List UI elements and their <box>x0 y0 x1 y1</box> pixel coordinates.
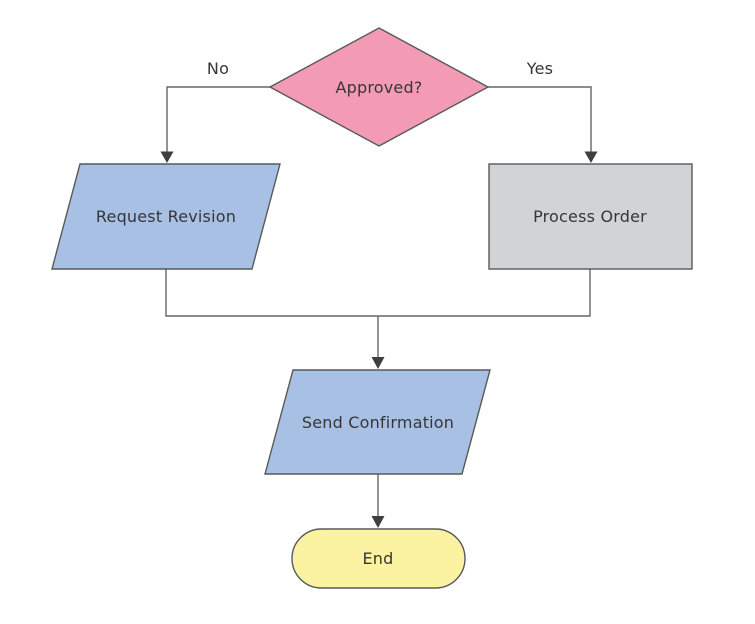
edge-yes-line <box>488 86 592 152</box>
node-end-terminator: End <box>291 528 466 589</box>
edge-confirmation-to-end <box>371 474 385 528</box>
node-label-end: End <box>362 549 393 568</box>
node-send-confirmation: Send Confirmation <box>264 369 491 475</box>
io-parallelogram-shape <box>51 163 281 270</box>
terminator-stadium-shape <box>291 528 466 589</box>
node-label-approved: Approved? <box>335 78 422 97</box>
process-rectangle-shape <box>488 163 693 270</box>
arrowhead-icon <box>371 516 385 528</box>
io-parallelogram-shape <box>264 369 491 475</box>
arrowhead-icon <box>371 357 385 369</box>
node-label-send-confirmation: Send Confirmation <box>302 413 454 432</box>
edge-label-yes: Yes <box>526 59 553 78</box>
edge-label-no: No <box>207 59 229 78</box>
node-process-order: Process Order <box>488 163 693 270</box>
node-approved-decision: Approved? <box>268 27 490 147</box>
node-label-request-revision: Request Revision <box>96 207 236 226</box>
arrowhead-icon <box>160 151 174 163</box>
decision-diamond-shape <box>268 27 490 147</box>
node-label-process-order: Process Order <box>533 207 647 226</box>
node-request-revision: Request Revision <box>51 163 281 270</box>
edge-yes-branch: Yes <box>488 59 598 163</box>
edge-no-line <box>166 86 270 152</box>
edge-no-branch: No <box>160 59 270 163</box>
edge-merge-line <box>165 269 591 317</box>
arrowhead-icon <box>584 151 598 163</box>
edge-merge <box>165 269 591 369</box>
